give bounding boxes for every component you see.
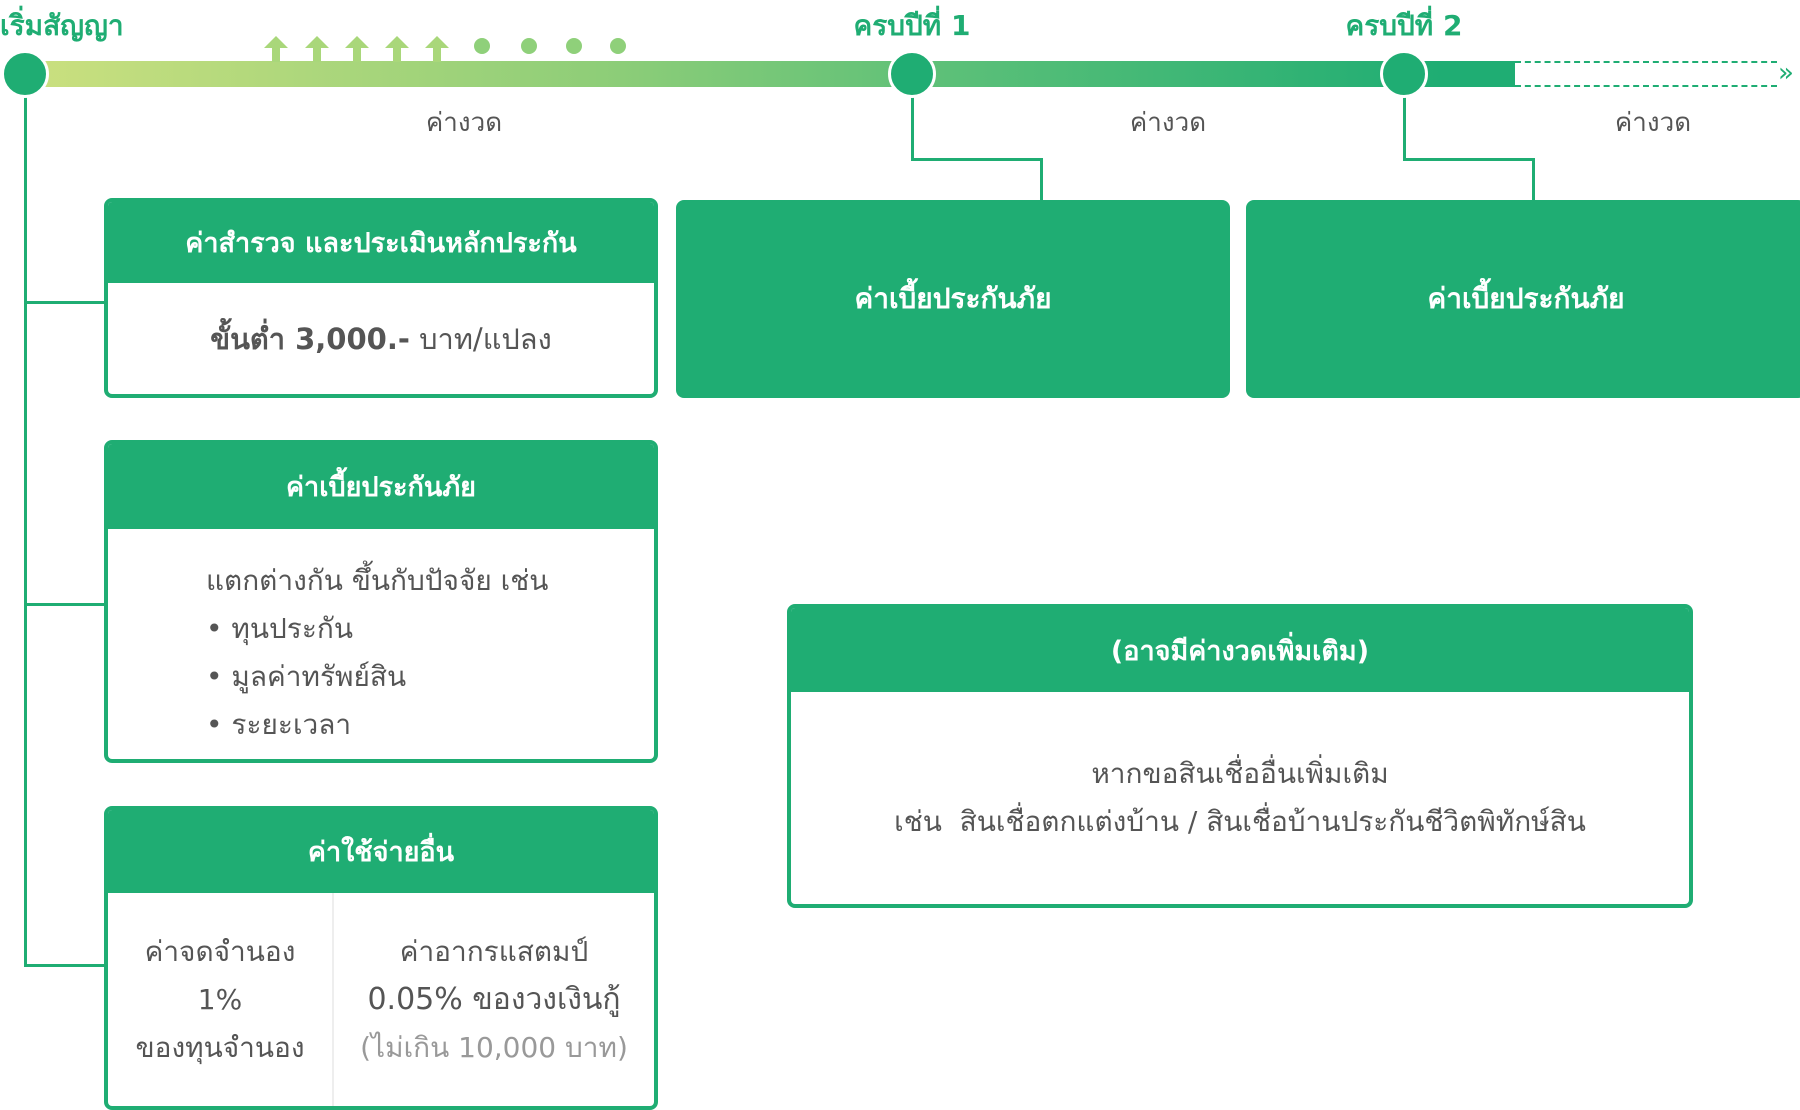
- survey-fee-card: ค่าสำรวจ และประเมินหลักประกัน ขั้นต่ำ 3,…: [104, 198, 658, 398]
- survey-unit: บาท/แปลง: [409, 321, 552, 356]
- ellipsis-dot: [566, 38, 582, 54]
- installment-label: ค่างวด: [1614, 108, 1692, 138]
- arrow-up-icon: [345, 36, 369, 62]
- year2-insurance-card: ค่าเบี้ยประกันภัย: [1246, 200, 1800, 398]
- year1-node: [888, 50, 936, 98]
- start-label: เริ่มสัญญา: [0, 9, 124, 42]
- connector-line: [1532, 158, 1535, 202]
- insurance-premium-card: ค่าเบี้ยประกันภัย แตกต่างกัน ขึ้นกับปัจจ…: [104, 440, 658, 763]
- extra-line-1: หากขอสินเชื่ออื่นเพิ่มเติม: [1091, 757, 1389, 790]
- installment-label: ค่างวด: [425, 108, 503, 138]
- connector-line: [911, 158, 1043, 161]
- additional-installment-card: (อาจมีค่างวดเพิ่มเติม) หากขอสินเชื่ออื่น…: [787, 604, 1693, 908]
- ellipsis-dot: [474, 38, 490, 54]
- chevron-right-icon: »: [1778, 58, 1794, 88]
- connector-line: [24, 301, 106, 304]
- year1-label: ครบปีที่ 1: [853, 9, 971, 42]
- insurance-intro: แตกต่างกัน ขึ้นกับปัจจัย เช่น: [206, 564, 549, 597]
- other-costs-card: ค่าใช้จ่ายอื่น ค่าจดจำนอง 1% ของทุนจำนอง…: [104, 806, 658, 1110]
- arrow-up-icon: [425, 36, 449, 62]
- ellipsis-dot: [521, 38, 537, 54]
- list-item: • ทุนประกัน: [206, 612, 353, 645]
- connector-line: [24, 964, 106, 967]
- arrow-up-icon: [385, 36, 409, 62]
- card-title: ค่าเบี้ยประกันภัย: [108, 444, 654, 529]
- card-title: (อาจมีค่างวดเพิ่มเติม): [791, 608, 1689, 692]
- list-item: • มูลค่าทรัพย์สิน: [206, 660, 407, 693]
- card-title: ค่าสำรวจ และประเมินหลักประกัน: [108, 202, 654, 283]
- start-node: [1, 50, 49, 98]
- arrow-up-icon: [264, 36, 288, 62]
- list-item: • ระยะเวลา: [206, 708, 352, 741]
- installment-label: ค่างวด: [1129, 108, 1207, 138]
- survey-amount: ขั้นต่ำ 3,000.-: [210, 321, 410, 356]
- mortgage-fee: ค่าจดจำนอง 1% ของทุนจำนอง: [108, 893, 334, 1106]
- connector-line: [24, 603, 106, 606]
- arrow-up-icon: [305, 36, 329, 62]
- connector-line: [24, 90, 27, 967]
- card-title: ค่าใช้จ่ายอื่น: [108, 810, 654, 893]
- year2-node: [1380, 50, 1428, 98]
- extra-line-2: เช่น สินเชื่อตกแต่งบ้าน / สินเชื่อบ้านปร…: [894, 805, 1586, 838]
- timeline-bar: [25, 61, 1515, 87]
- ellipsis-dot: [610, 38, 626, 54]
- timeline-future-dashed: [1515, 61, 1777, 87]
- connector-line: [1403, 158, 1535, 161]
- year2-label: ครบปีที่ 2: [1345, 9, 1463, 42]
- stamp-duty: ค่าอากรแสตมป์ 0.05% ของวงเงินกู้ (ไม่เกิ…: [360, 934, 628, 1064]
- connector-line: [1403, 90, 1406, 161]
- connector-line: [1040, 158, 1043, 202]
- year1-insurance-card: ค่าเบี้ยประกันภัย: [676, 200, 1230, 398]
- connector-line: [911, 90, 914, 161]
